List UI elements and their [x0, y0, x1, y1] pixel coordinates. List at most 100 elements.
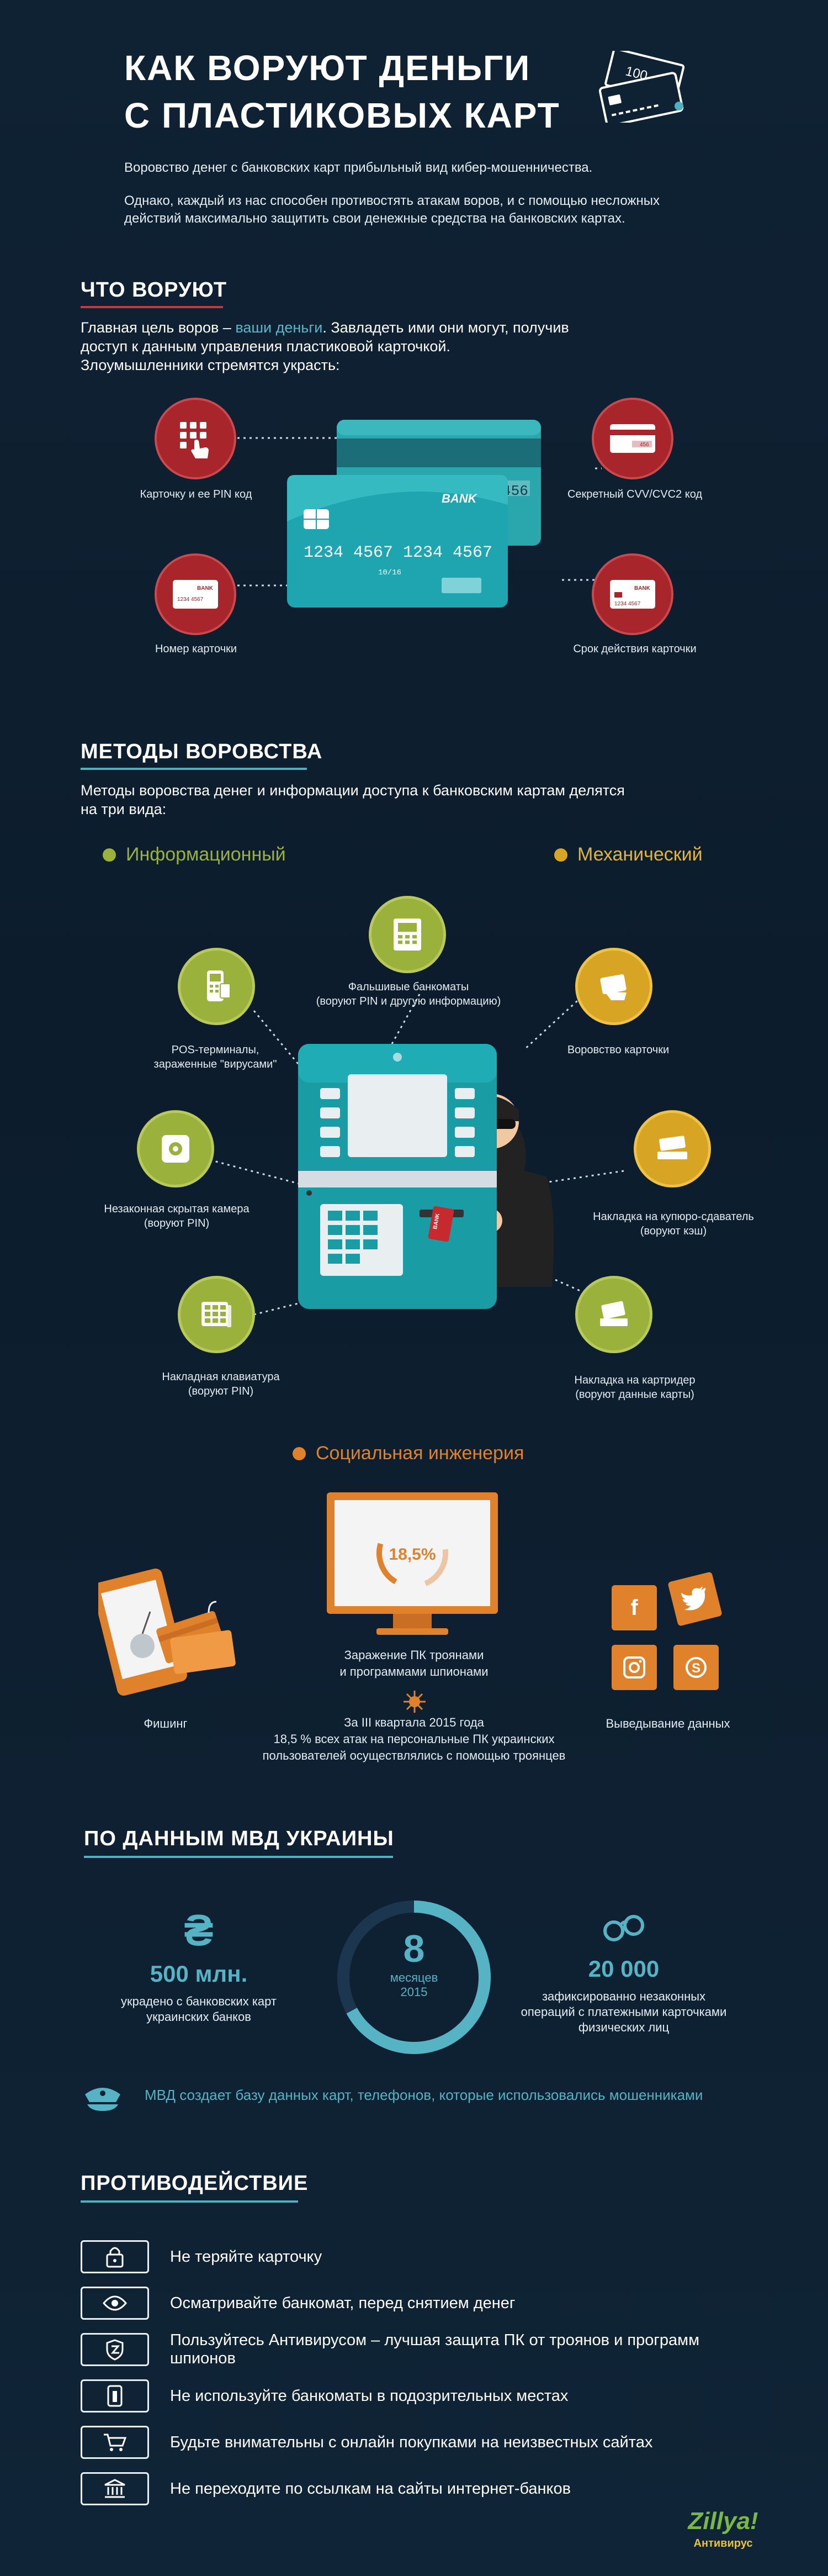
svg-text:BANK: BANK [634, 585, 651, 592]
fake-atm-circle [369, 896, 446, 973]
heading-underline [81, 768, 307, 770]
social-dot [293, 1447, 306, 1460]
skimmer-label: Накладка на картридер (воруют данные кар… [574, 1374, 696, 1401]
card-number-circle: BANK 1234 4567 [155, 553, 236, 635]
section-mvd: ПО ДАННЫМ МВД УКРАИНЫ ₴ 500 млн. украден… [0, 1801, 828, 2143]
tip-row: Не теряйте карточку [81, 2239, 765, 2274]
period-year: 2015 [400, 1985, 428, 1999]
bank-cards-illustration: 1234 456 BANK 1234 4567 1234 4567 10/16 [287, 420, 541, 608]
brand-logo: Zillya! Антивирус [673, 2508, 773, 2550]
cvv-label: Секретный CVV/CVC2 код [567, 488, 703, 500]
tip-text: Не используйте банкоматы в подозрительны… [170, 2387, 569, 2405]
cash-trap-label: Накладка на купюро-сдаватель (воруют кэш… [593, 1211, 754, 1237]
page-header: КАК ВОРУЮТ ДЕНЬГИ С ПЛАСТИКОВЫХ КАРТ 100… [0, 0, 828, 260]
connector-lines [237, 437, 602, 587]
atm-with-thief-illustration: BANK [298, 1044, 554, 1309]
category-mechanical: Механический [554, 844, 703, 865]
cash-trap-circle [634, 1110, 711, 1187]
fake-atm-icon [394, 919, 421, 951]
card-number-icon: BANK 1234 4567 [173, 580, 218, 609]
tip-row: Не используйте банкоматы в подозрительны… [81, 2378, 765, 2414]
hryvnia-icon: ₴ [184, 1905, 214, 1955]
card-bank-text: BANK [442, 492, 478, 505]
fake-atm-label: Фальшивые банкоматы (воруют PIN и другую… [316, 981, 501, 1007]
card-theft-icon [600, 974, 627, 1000]
svg-text:1234 4567: 1234 4567 [177, 597, 204, 603]
section-heading: ЧТО ВОРУЮТ [81, 278, 227, 302]
keypad-overlay-icon [201, 1302, 231, 1327]
logo-text: Zillya! [688, 2508, 758, 2535]
heading-underline [84, 1856, 393, 1858]
period-text: 8 месяцев 2015 [332, 1926, 496, 1999]
bank-icon [104, 2479, 125, 2498]
tip-text: Не переходите по ссылкам на сайты интерн… [170, 2479, 571, 2498]
cash-trap-icon [657, 1136, 687, 1159]
tip-icon-box [81, 2472, 149, 2505]
cvv-circle: 456 [592, 398, 673, 479]
tip-icon-box [81, 2333, 149, 2366]
section-heading: ПРОТИВОДЕЙСТВИЕ [81, 2172, 309, 2195]
section-text: Главная цель воров – ваши деньги. Завлад… [81, 319, 569, 373]
section-heading: ПО ДАННЫМ МВД УКРАИНЫ [84, 1827, 394, 1850]
skimmer-circle [575, 1276, 652, 1353]
theft-label: Воровство карточки [567, 1044, 670, 1056]
virus-icon [404, 1691, 426, 1713]
section-what-steal: ЧТО ВОРУЮТ Главная цель воров – ваши ден… [0, 260, 828, 701]
tip-icon-box [81, 2240, 149, 2273]
keypad-circle [178, 1276, 255, 1353]
expiry-label: Срок действия карточки [573, 643, 697, 655]
hidden-camera-icon [162, 1135, 189, 1163]
keypad-label: Накладная клавиатура (воруют PIN) [162, 1371, 280, 1397]
twitter-icon [667, 1571, 723, 1627]
pin-keypad-hand-icon [180, 422, 209, 458]
tip-row: Осматривайте банкомат, перед снятием ден… [81, 2285, 765, 2321]
percent-text: 18,5% [389, 1545, 436, 1564]
stolen-amount: 500 млн. [150, 1961, 248, 1987]
card-number-label: Номер карточки [155, 643, 237, 655]
period-ring [337, 1901, 491, 2054]
card-pin-label: Карточку и ее PIN код [140, 488, 252, 500]
tip-icon-box [81, 2287, 149, 2320]
expiry-circle: BANK 1234 4567 [592, 553, 673, 635]
cart-icon [104, 2434, 127, 2451]
tip-text: Не теряйте карточку [170, 2247, 322, 2266]
trojan-stat-text: За III квартала 2015 года 18,5 % всех ат… [262, 1715, 566, 1762]
mech-dot [554, 848, 567, 862]
banknote-card-icon: 100 [598, 51, 685, 123]
atm-slot-icon [107, 2385, 123, 2407]
title-line-2: С ПЛАСТИКОВЫХ КАРТ [124, 96, 560, 135]
svg-text:BANK: BANK [432, 1212, 441, 1229]
card-number-text: 1234 4567 1234 4567 [304, 543, 492, 562]
card-back-icon: 456 [610, 424, 655, 453]
stolen-text: украдено с банковских карт украинских ба… [120, 1994, 277, 2024]
tip-row: Будьте внимательны с онлайн покупками на… [81, 2425, 765, 2460]
intro-paragraph-1: Воровство денег с банковских карт прибыл… [124, 160, 593, 175]
card-expiry-text: 10/16 [378, 568, 401, 577]
pos-circle [178, 948, 255, 1025]
pos-terminal-icon [207, 970, 231, 1001]
intro-paragraph-2: Однако, каждый из нас способен противост… [124, 193, 660, 226]
phishing-illustration [98, 1568, 236, 1696]
pos-label: POS-терминалы, зараженные "вирусами" [153, 1044, 277, 1070]
svg-text:1234 4567: 1234 4567 [614, 601, 641, 607]
period-unit: месяцев [390, 1971, 438, 1984]
tip-icon-box [81, 2426, 149, 2459]
category-social: Социальная инженерия [293, 1443, 524, 1464]
card-pin-circle [155, 398, 236, 479]
camera-label: Незаконная скрытая камера (воруют PIN) [104, 1203, 250, 1229]
section-methods: МЕТОДЫ ВОРОВСТВА Методы воровства денег … [0, 701, 828, 1778]
tip-text: Пользуйтесь Антивирусом – лучшая защита … [170, 2331, 700, 2367]
page-title: КАК ВОРУЮТ ДЕНЬГИ С ПЛАСТИКОВЫХ КАРТ [124, 44, 560, 139]
card-expiry-icon: BANK 1234 4567 [610, 580, 655, 609]
svg-text:S: S [692, 1661, 700, 1676]
highlight-your-money: ваши деньги [235, 319, 323, 336]
operations-text: зафиксированно незаконных операций с пла… [521, 1989, 727, 2034]
logo-subtitle: Антивирус [693, 2537, 753, 2549]
shield-icon [106, 2339, 124, 2361]
data-extraction-label: Выведывание данных [606, 1717, 730, 1730]
database-note: МВД создает базу данных карт, телефонов,… [145, 2087, 703, 2103]
info-dot [103, 848, 116, 862]
svg-text:BANK: BANK [197, 585, 214, 592]
title-line-1: КАК ВОРУЮТ ДЕНЬГИ [124, 48, 531, 88]
operations-stat: 20 000 зафиксированно незаконных операци… [513, 1909, 734, 2035]
